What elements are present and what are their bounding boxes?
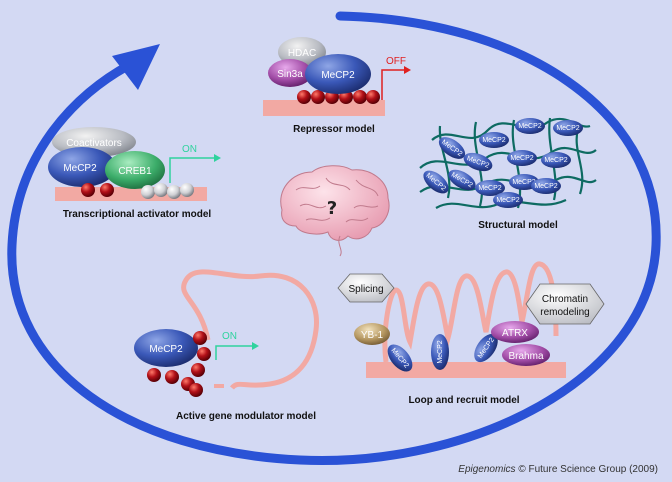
splicing-factor: Splicing <box>337 273 395 303</box>
on-label: ON <box>182 144 197 155</box>
yb1-label: YB-1 <box>361 330 384 341</box>
mecp2-label: MeCP2 <box>149 344 183 355</box>
dna-loops <box>382 261 559 363</box>
mecp2-label: MeCP2 <box>510 155 533 162</box>
brahma-label: Brahma <box>508 351 543 362</box>
mecp2-label: MeCP2 <box>512 179 535 186</box>
methyl-groups <box>297 90 380 104</box>
yb1-protein: YB-1 <box>354 323 390 345</box>
atrx-protein: ATRX <box>491 321 539 343</box>
mecp2-label: MeCP2 <box>437 340 444 363</box>
splicing-label: Splicing <box>348 284 383 295</box>
credit-journal: Epigenomics <box>458 464 515 475</box>
repressor-caption: Repressor model <box>293 124 375 135</box>
structural-model: MeCP2 MeCP2 MeCP2 MeCP2 MeCP2 MeCP2 MeCP… <box>419 117 597 231</box>
mecp2-protein: MeCP2 <box>387 344 413 372</box>
brain-icon: ? <box>280 165 390 257</box>
mecp2-label: MeCP2 <box>321 70 355 81</box>
off-arrow <box>381 69 404 100</box>
arrowhead-icon <box>112 44 160 90</box>
atrx-label: ATRX <box>502 328 528 339</box>
mecp2-label: MeCP2 <box>482 137 505 144</box>
mecp2-protein: MeCP2 <box>305 54 371 94</box>
mecp2-protein: MeCP2 <box>431 334 449 370</box>
chromatin-remodeling-factor: Chromatin remodeling <box>525 283 605 325</box>
activator-model: Coactivators MeCP2 CREB1 ON Transcriptio… <box>48 127 221 220</box>
methyl-groups <box>147 331 211 397</box>
dna-loop <box>181 269 319 390</box>
question-mark: ? <box>327 198 337 219</box>
on-arrowhead-icon <box>252 342 259 350</box>
remodeling-label: remodeling <box>540 307 589 318</box>
nucleosome-cluster: MeCP2 MeCP2 MeCP2 MeCP2 MeCP2 MeCP2 MeCP… <box>423 118 583 208</box>
loop-recruit-model: Splicing Chromatin remodeling YB-1 MeCP2… <box>337 261 605 406</box>
on-label: ON <box>222 331 237 342</box>
repressor-model: HDAC Sin3a MeCP2 OFF Repressor model <box>263 37 411 135</box>
credit-line: Epigenomics © Future Science Group (2009… <box>458 464 658 475</box>
mecp2-protein: MeCP2 <box>474 333 498 363</box>
chromatin-label: Chromatin <box>542 294 588 305</box>
active-gene-modulator-model: MeCP2 ON Active gene modulator model <box>134 269 319 422</box>
on-arrow <box>169 157 214 183</box>
coactivators-label: Coactivators <box>66 138 122 149</box>
off-arrowhead-icon <box>404 66 411 74</box>
methyl-groups <box>81 183 114 197</box>
unmethylated-sites <box>141 183 194 199</box>
creb1-label: CREB1 <box>118 166 152 177</box>
mecp2-label: MeCP2 <box>478 185 501 192</box>
sin3a-protein: Sin3a <box>268 59 312 87</box>
mecp2-label: MeCP2 <box>556 125 579 132</box>
hdac-label: HDAC <box>288 48 316 59</box>
mecp2-protein: MeCP2 <box>48 147 116 187</box>
mecp2-label: MeCP2 <box>496 197 519 204</box>
sin3a-label: Sin3a <box>277 69 303 80</box>
brahma-protein: Brahma <box>502 344 550 366</box>
mecp2-protein: MeCP2 <box>134 329 198 367</box>
mecp2-label: MeCP2 <box>63 163 97 174</box>
mecp2-label: MeCP2 <box>534 183 557 190</box>
dna-strand <box>366 362 566 378</box>
dna-strand <box>263 100 385 116</box>
creb1-protein: CREB1 <box>105 151 165 189</box>
mecp2-label: MeCP2 <box>544 157 567 164</box>
loop-recruit-caption: Loop and recruit model <box>408 395 519 406</box>
mecp2-label: MeCP2 <box>518 123 541 130</box>
off-label: OFF <box>386 56 406 67</box>
credit-rest: © Future Science Group (2009) <box>516 464 658 475</box>
activator-caption: Transcriptional activator model <box>63 209 212 220</box>
active-gene-caption: Active gene modulator model <box>176 411 316 422</box>
structural-caption: Structural model <box>478 220 558 231</box>
on-arrowhead-icon <box>214 154 221 162</box>
dna-end <box>214 384 224 388</box>
on-arrow <box>215 345 252 360</box>
cycle-arrow <box>7 11 661 466</box>
